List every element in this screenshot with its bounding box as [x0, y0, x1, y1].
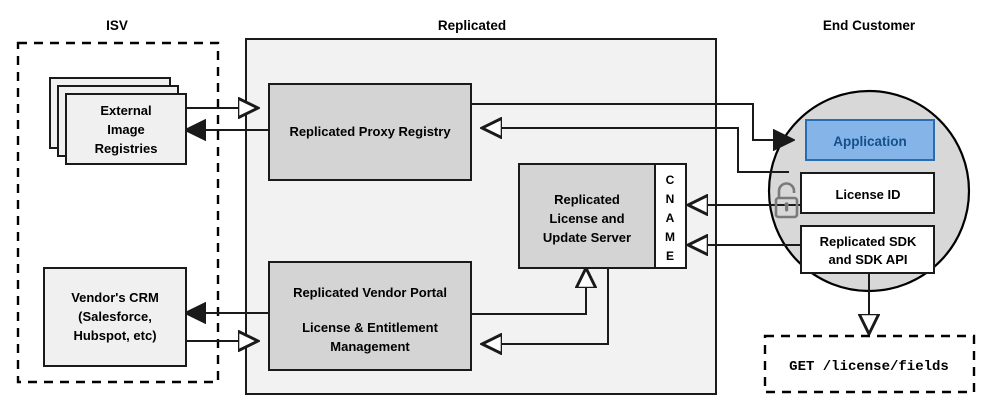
connector-proxy-to-application [470, 103, 793, 140]
connector-application-to-proxy [482, 128, 789, 173]
replicated-sdk-line-2: and SDK API [829, 252, 908, 267]
replicated-proxy-registry-label: Replicated Proxy Registry [289, 124, 451, 139]
license-id-label: License ID [835, 187, 900, 202]
api-request-box [763, 334, 976, 394]
vendor-portal-line-1: Replicated Vendor Portal [293, 285, 447, 300]
zone-title-end-customer: End Customer [823, 18, 916, 33]
replicated-license-update-server[interactable] [518, 163, 656, 269]
external-image-registries-line-1: External [100, 103, 151, 118]
external-image-registries-line-2: Image [107, 122, 145, 137]
license-update-server-line-3: Update Server [543, 230, 631, 245]
vendors-crm[interactable] [43, 267, 187, 367]
cname-letter-e: E [666, 249, 674, 263]
vendors-crm-line-2: (Salesforce, [78, 309, 152, 324]
cname-letter-a: A [666, 211, 675, 225]
application-box[interactable] [805, 119, 935, 161]
vendors-crm-line-1: Vendor's CRM [71, 290, 159, 305]
connector-portal-to-license-server [470, 268, 586, 315]
application-label: Application [833, 134, 907, 149]
vendor-portal-line-3: Management [330, 339, 410, 354]
vendor-portal-line-2: License & Entitlement [302, 320, 438, 335]
cname-letter-c: C [666, 173, 675, 187]
external-image-registries[interactable] [65, 93, 187, 165]
external-image-registries-line-3: Registries [95, 141, 158, 156]
license-update-server-line-1: Replicated [554, 192, 620, 207]
cname-strip[interactable] [654, 163, 687, 269]
vendors-crm-line-3: Hubspot, etc) [73, 328, 156, 343]
replicated-sdk-line-1: Replicated SDK [820, 234, 917, 249]
license-id-box[interactable] [800, 172, 935, 214]
cname-letter-n: N [666, 192, 675, 206]
license-update-server-line-2: License and [549, 211, 624, 226]
replicated-vendor-portal[interactable] [268, 261, 472, 371]
zone-title-replicated: Replicated [438, 18, 506, 33]
cname-letter-m: M [665, 230, 675, 244]
zone-title-isv: ISV [106, 18, 128, 33]
isv-boundary [16, 41, 220, 384]
unlocked-padlock-icon [774, 182, 799, 219]
replicated-proxy-registry[interactable] [268, 83, 472, 181]
api-request-label: GET /license/fields [789, 359, 949, 375]
replicated-sdk-box[interactable] [800, 225, 935, 274]
connector-license-server-to-portal [482, 268, 609, 344]
